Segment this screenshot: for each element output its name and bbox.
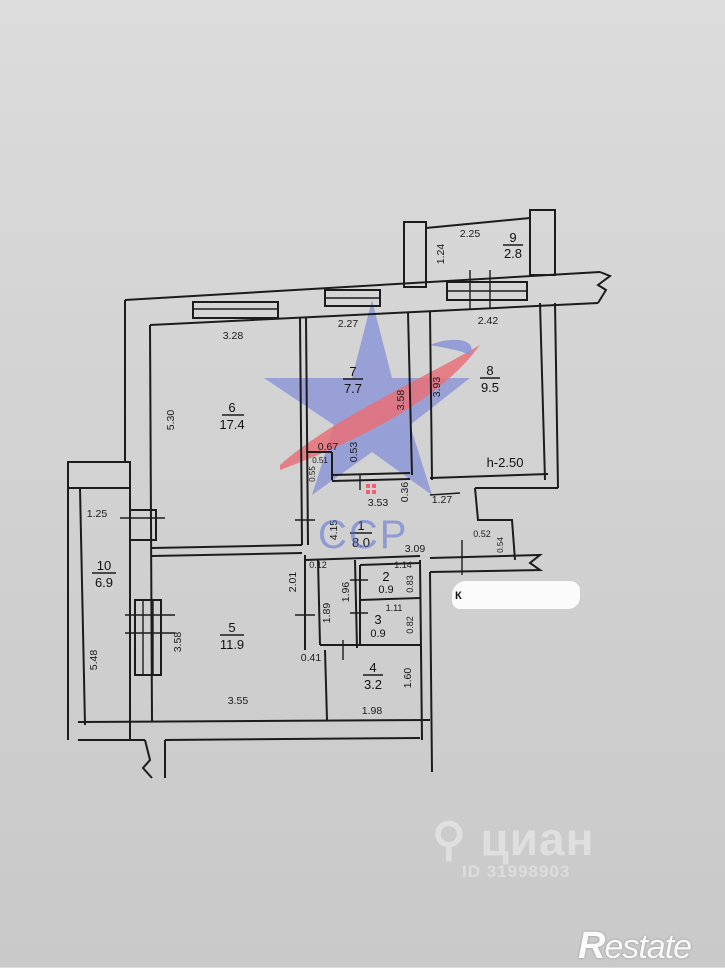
- cian-pin-icon: ⚲: [432, 813, 467, 865]
- svg-text:1.24: 1.24: [435, 244, 447, 265]
- room-8-number: 8: [486, 363, 493, 378]
- svg-text:5.48: 5.48: [88, 650, 100, 671]
- balcony-9: [403, 209, 556, 288]
- svg-text:0.54: 0.54: [496, 537, 505, 553]
- svg-text:1.25: 1.25: [87, 508, 108, 520]
- svg-text:4.15: 4.15: [328, 520, 340, 541]
- room-7-area: 7.7: [344, 381, 362, 396]
- ccp-watermark: ССР: [318, 513, 409, 557]
- room-9-number: 9: [509, 230, 516, 245]
- room-1-number: 1: [357, 518, 364, 533]
- svg-text:0.41: 0.41: [301, 652, 322, 664]
- redacted-label-prefix: К: [455, 590, 462, 602]
- svg-text:1.96: 1.96: [340, 582, 352, 603]
- room-4-area: 3.2: [364, 677, 382, 692]
- svg-text:3.55: 3.55: [228, 695, 249, 707]
- svg-text:5.30: 5.30: [165, 410, 177, 431]
- svg-text:0.53: 0.53: [348, 442, 360, 463]
- cian-watermark-text: циан: [480, 813, 595, 865]
- room-labels: 9 2.8 6 17.4 7 7.7 8 9.5 1 8.0 2 0.9 3 0…: [92, 230, 523, 692]
- svg-text:2.01: 2.01: [287, 572, 299, 593]
- svg-text:2.25: 2.25: [460, 228, 481, 240]
- svg-text:0.36: 0.36: [399, 482, 411, 503]
- cian-listing-id: ID 31998903: [462, 862, 571, 881]
- room-10-number: 10: [97, 558, 111, 573]
- restate-logo-text: estate: [604, 928, 692, 966]
- interior-walls: [151, 311, 549, 721]
- svg-text:3.58: 3.58: [395, 390, 407, 411]
- svg-text:2.27: 2.27: [338, 318, 359, 330]
- redacted-label: [452, 581, 580, 609]
- room-10-area: 6.9: [95, 575, 113, 590]
- room-6-number: 6: [228, 400, 235, 415]
- svg-text:0.55: 0.55: [308, 466, 317, 482]
- room-9-area: 2.8: [504, 246, 522, 261]
- restate-logo: Restate: [578, 925, 692, 968]
- svg-text:1.14: 1.14: [394, 560, 412, 570]
- room-4-number: 4: [369, 660, 376, 675]
- room-3-area: 0.9: [370, 628, 385, 640]
- room-3-number: 3: [374, 612, 381, 627]
- svg-text:3.93: 3.93: [431, 377, 443, 398]
- svg-text:0.51: 0.51: [312, 456, 328, 465]
- svg-text:1.60: 1.60: [402, 668, 414, 689]
- ceiling-height-label: h-2.50: [487, 455, 524, 470]
- room-7-number: 7: [349, 364, 356, 379]
- svg-text:0.67: 0.67: [318, 441, 339, 453]
- svg-text:1.89: 1.89: [321, 603, 333, 624]
- svg-text:0.83: 0.83: [405, 575, 415, 593]
- room-5-area: 11.9: [220, 637, 244, 652]
- svg-text:0.52: 0.52: [473, 529, 491, 539]
- svg-text:1.27: 1.27: [432, 494, 453, 506]
- svg-text:3.53: 3.53: [368, 497, 389, 509]
- svg-text:3.28: 3.28: [223, 330, 244, 342]
- svg-text:1.11: 1.11: [386, 603, 403, 613]
- cian-watermark: ⚲ циан: [432, 812, 594, 866]
- exterior-walls: [67, 270, 613, 779]
- svg-text:3.58: 3.58: [172, 632, 184, 653]
- room-8-area: 9.5: [481, 380, 499, 395]
- dimension-labels: 2.25 1.24 3.28 2.27 2.42 5.30 3.58 3.93 …: [87, 228, 505, 717]
- room-2-area: 0.9: [378, 584, 393, 596]
- svg-text:2.42: 2.42: [478, 315, 499, 327]
- ccp-logo-icon: [264, 300, 480, 495]
- svg-text:0.82: 0.82: [405, 616, 415, 634]
- room-2-number: 2: [382, 569, 389, 584]
- dimension-ticks: [120, 475, 463, 660]
- svg-text:3.09: 3.09: [405, 543, 426, 555]
- room-5-number: 5: [228, 620, 235, 635]
- small-grid-mark-icon: [366, 484, 376, 494]
- svg-text:0.12: 0.12: [309, 560, 327, 570]
- room-6-area: 17.4: [219, 417, 244, 432]
- restate-logo-r: R: [578, 925, 605, 967]
- room-1-area: 8.0: [352, 535, 370, 550]
- svg-text:1.98: 1.98: [362, 705, 383, 717]
